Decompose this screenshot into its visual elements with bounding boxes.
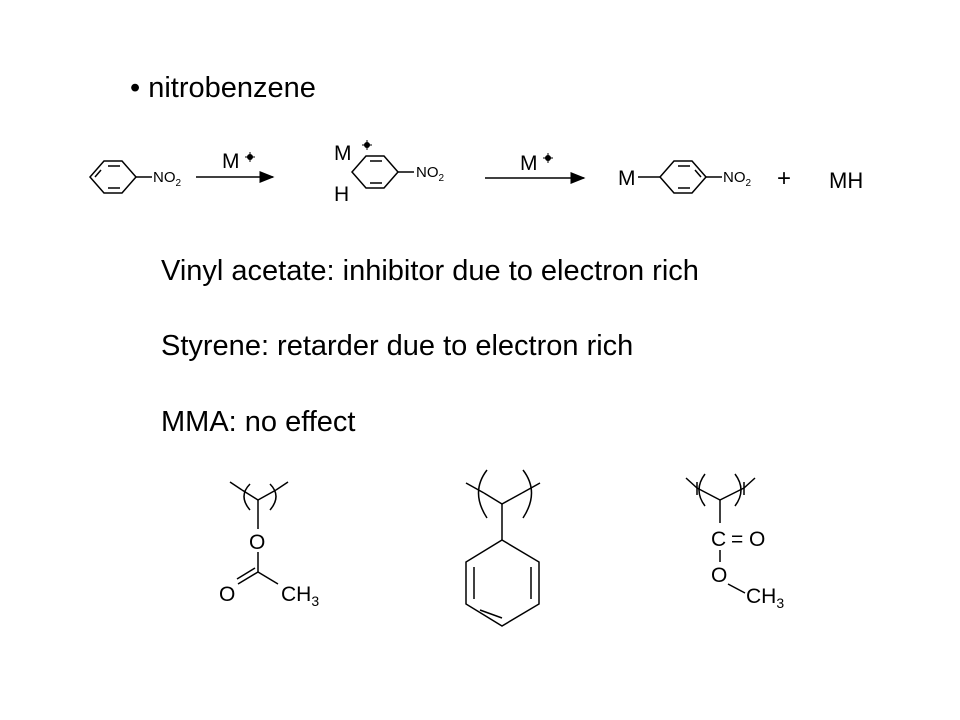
poly-mma-structure: C = O O CH3 [685,473,784,611]
right-bracket [269,483,277,511]
ester-oxygen-label: O [711,564,727,587]
intermediate-m-label: M [334,142,352,165]
statement-styrene: Styrene: retarder due to electron rich [161,330,634,362]
left-bracket [477,469,488,519]
nitro-group-label: NO2 [723,169,752,189]
intermediate-h-label: H [334,183,349,206]
bullet-heading: • nitrobenzene [130,70,316,106]
left-bracket [243,483,251,511]
methyl-label: CH3 [746,585,784,611]
carbonyl-oxygen-label: O [219,583,235,606]
poly-vinyl-acetate-structure: O O CH3 [219,481,319,609]
reaction-arrow-1: M [196,150,275,183]
substituted-nitrobenzene-structure: M NO2 [618,160,752,194]
cyclohexadienyl-ring [351,155,399,189]
carbonyl-oxygen-label: O [749,528,765,551]
double-bond-label: = [731,528,743,551]
ether-oxygen-label: O [249,531,265,554]
poly-styrene-structure [465,469,541,627]
radical-dot-icon [362,140,372,150]
reagent-1-label: M [222,150,240,173]
reaction-arrow-2: M [485,152,586,184]
benzene-ring [89,160,137,194]
left-bracket [698,473,706,507]
radical-intermediate-structure: M H NO2 [334,140,445,206]
nitrobenzene-structure: NO2 [89,160,182,194]
radical-dot-icon [543,153,553,163]
methyl-label: CH3 [281,583,319,609]
statement-vinyl-acetate: Vinyl acetate: inhibitor due to electron… [161,255,699,287]
nitro-group-label: NO2 [153,169,182,189]
reagent-2-label: M [520,152,538,175]
bullet-text: nitrobenzene [148,72,316,104]
benzene-ring [659,160,707,194]
statement-mma: MMA: no effect [161,406,356,438]
carbonyl-carbon-label: C [711,528,726,551]
radical-dot-icon [245,152,255,162]
bullet-symbol: • [130,72,141,104]
phenyl-ring [465,539,540,627]
byproduct-label: MH [829,168,863,193]
product-m-label: M [618,167,636,190]
nitro-group-label: NO2 [416,164,445,184]
plus-sign: + [777,165,791,192]
right-bracket [522,469,533,519]
